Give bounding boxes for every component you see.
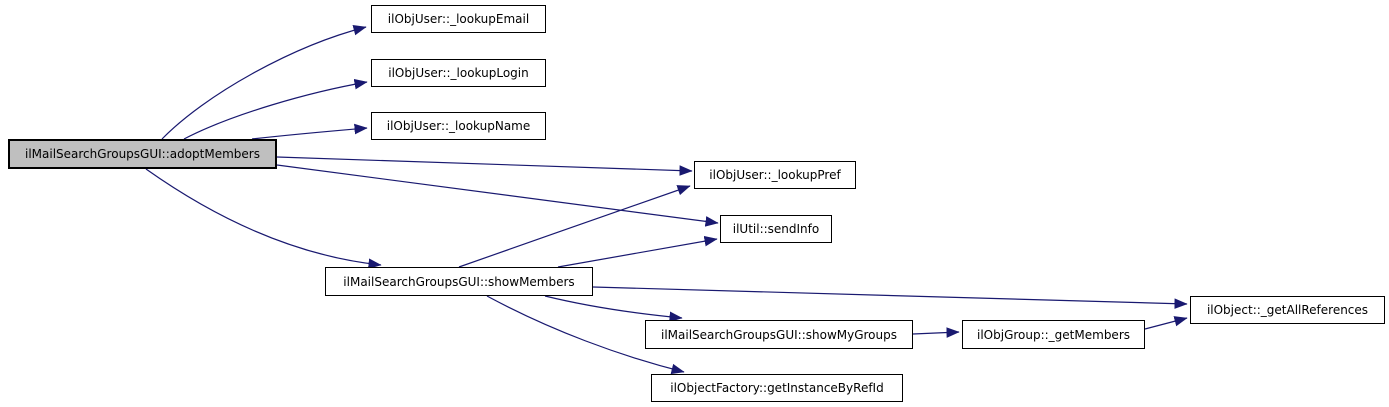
- node-lookupLogin[interactable]: ilObjUser::_lookupLogin: [371, 59, 546, 87]
- node-adoptMembers: ilMailSearchGroupsGUI::adoptMembers: [8, 139, 277, 169]
- edge-showMembers-to-sendInfo: [557, 235, 718, 268]
- edge-showMembers-to-showMyGroups: [544, 295, 683, 323]
- node-sendInfo[interactable]: ilUtil::sendInfo: [720, 215, 832, 243]
- node-lookupName[interactable]: ilObjUser::_lookupName: [371, 112, 546, 140]
- edge-showMyGroups-to-getMembers: [912, 327, 960, 338]
- node-lookupEmail-label: ilObjUser::_lookupEmail: [387, 12, 530, 26]
- node-sendInfo-label: ilUtil::sendInfo: [732, 222, 820, 236]
- edge-adoptMembers-to-lookupPref: [276, 156, 693, 176]
- node-showMembers[interactable]: ilMailSearchGroupsGUI::showMembers: [325, 267, 593, 296]
- edge-adoptMembers-to-showMembers: [145, 168, 382, 269]
- edge-getMembers-to-getAllReferences: [1144, 316, 1188, 330]
- edge-showMembers-to-getInstanceByRefId: [486, 295, 685, 375]
- node-adoptMembers-label: ilMailSearchGroupsGUI::adoptMembers: [24, 147, 260, 161]
- edge-adoptMembers-to-lookupLogin: [183, 78, 368, 140]
- edge-adoptMembers-to-lookupEmail: [161, 25, 367, 140]
- edge-showMembers-to-lookupPref: [458, 185, 691, 268]
- node-showMyGroups-label: ilMailSearchGroupsGUI::showMyGroups: [660, 327, 897, 342]
- node-showMembers-label: ilMailSearchGroupsGUI::showMembers: [343, 274, 575, 289]
- edge-showMembers-to-getAllReferences: [592, 286, 1188, 309]
- node-getMembers-label: ilObjGroup::_getMembers: [977, 327, 1130, 342]
- node-getMembers[interactable]: ilObjGroup::_getMembers: [962, 320, 1145, 349]
- node-lookupEmail[interactable]: ilObjUser::_lookupEmail: [371, 5, 546, 33]
- node-getInstanceByRefId[interactable]: ilObjectFactory::getInstanceByRefId: [651, 374, 903, 402]
- node-lookupPref[interactable]: ilObjUser::_lookupPref: [694, 161, 856, 189]
- edge-adoptMembers-to-lookupName: [251, 123, 368, 140]
- node-lookupPref-label: ilObjUser::_lookupPref: [709, 168, 841, 182]
- node-lookupLogin-label: ilObjUser::_lookupLogin: [388, 66, 529, 80]
- node-lookupName-label: ilObjUser::_lookupName: [386, 119, 531, 133]
- node-showMyGroups[interactable]: ilMailSearchGroupsGUI::showMyGroups: [645, 320, 913, 349]
- node-getAllReferences-label: ilObject::_getAllReferences: [1206, 303, 1369, 317]
- node-getInstanceByRefId-label: ilObjectFactory::getInstanceByRefId: [670, 381, 884, 395]
- node-getAllReferences[interactable]: ilObject::_getAllReferences: [1190, 296, 1385, 324]
- edge-adoptMembers-to-sendInfo: [276, 164, 719, 227]
